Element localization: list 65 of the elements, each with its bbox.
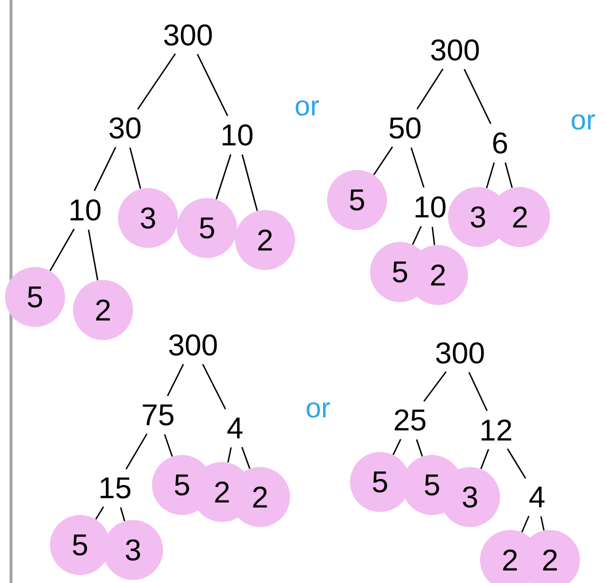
factor-number: 10 — [70, 199, 100, 221]
factor-number: 50 — [390, 117, 420, 139]
or-label: or — [306, 402, 330, 418]
branch-line — [202, 364, 226, 410]
node-label: 5 — [424, 474, 440, 496]
branch-line — [412, 226, 422, 245]
branch-line — [126, 433, 148, 470]
branch-line — [242, 154, 258, 211]
factor-number: 300 — [169, 334, 217, 356]
factor-number: 10 — [222, 124, 252, 146]
node-label: 5 — [72, 534, 88, 556]
node-label: 5 — [392, 262, 408, 282]
branch-line — [410, 147, 424, 188]
node-label: 2 — [215, 482, 229, 502]
branch-line — [432, 226, 436, 246]
factor-number: 300 — [431, 39, 479, 61]
node-label: 3 — [462, 486, 478, 508]
branch-line — [416, 439, 423, 457]
branch-line — [166, 364, 184, 396]
node-label: 3 — [470, 206, 486, 228]
branch-line — [137, 53, 176, 110]
branch-line — [95, 506, 104, 520]
or-label: or — [296, 100, 319, 116]
factor-number: 4 — [529, 486, 544, 508]
factor-number: 25 — [394, 409, 426, 431]
node-label: 5 — [372, 472, 388, 492]
branch-line — [464, 68, 492, 124]
branch-line — [416, 68, 444, 110]
branch-line — [196, 54, 228, 116]
branch-line — [241, 446, 250, 469]
branch-line — [164, 434, 173, 457]
branch-line — [521, 516, 530, 532]
branch-line — [540, 516, 545, 531]
node-label: 3 — [126, 539, 140, 561]
factor-number: 75 — [142, 404, 174, 426]
branch-line — [94, 146, 116, 192]
node-label: 2 — [503, 550, 517, 570]
node-label: 2 — [543, 550, 557, 570]
factor-number: 30 — [109, 117, 140, 139]
factor-number: 6 — [493, 132, 508, 154]
branch-line — [227, 447, 232, 463]
branch-line — [480, 449, 490, 470]
node-label: 2 — [253, 486, 267, 508]
branch-line — [49, 228, 75, 272]
branch-line — [216, 154, 232, 200]
branch-line — [129, 147, 142, 189]
factor-number: 12 — [482, 420, 512, 440]
node-label: 5 — [174, 474, 190, 496]
branch-line — [88, 230, 98, 280]
factor-number: 300 — [436, 342, 484, 364]
branch-line — [468, 372, 488, 412]
factor-number: 10 — [416, 196, 446, 218]
branch-line — [504, 162, 513, 188]
factor-number: 4 — [227, 418, 242, 438]
factor-number: 300 — [164, 24, 212, 46]
branch-line — [486, 162, 495, 188]
branch-line — [120, 507, 126, 522]
branch-line — [423, 371, 447, 402]
or-label: or — [572, 114, 595, 130]
branch-line — [373, 146, 394, 176]
node-label: 2 — [431, 264, 445, 286]
branch-line — [392, 438, 402, 456]
node-label: 2 — [513, 206, 527, 228]
branch-line — [506, 448, 526, 479]
factor-number: 15 — [100, 478, 130, 498]
